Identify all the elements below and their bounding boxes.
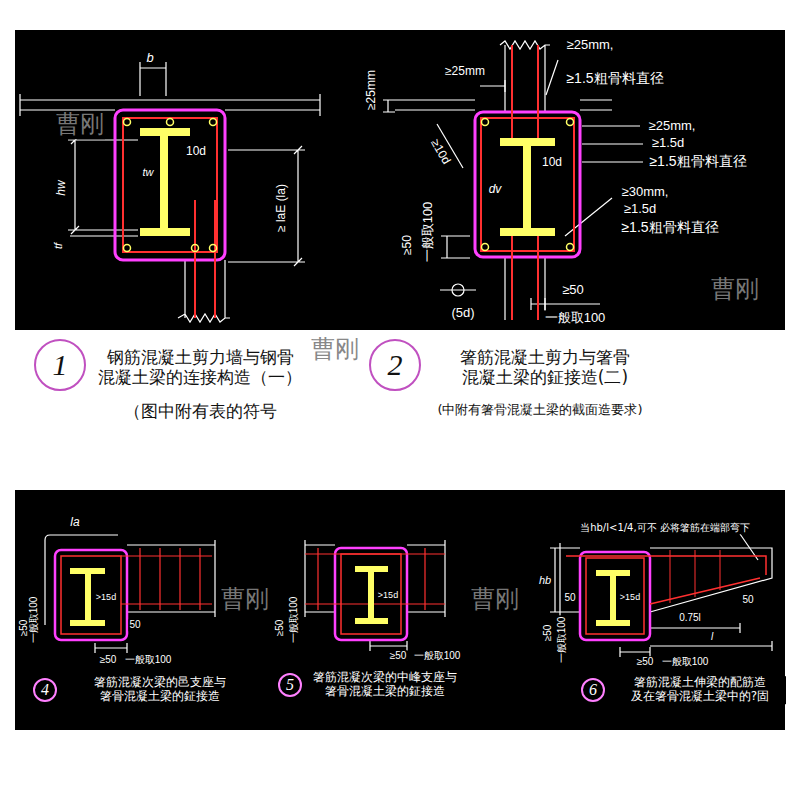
dimension-label: 一般取100 xyxy=(413,650,462,662)
dimension-label: ≥50 xyxy=(636,656,655,668)
dimension-label: tw xyxy=(142,166,155,179)
dimension-label: ≥1.5粗骨料直径 xyxy=(620,219,719,235)
top-panel xyxy=(15,30,785,330)
dimension-label: hb xyxy=(538,574,552,587)
caption: 箸筋混凝次梁的中峰支座与 箸骨混凝土梁的鉦接造 xyxy=(299,671,471,699)
dimension-label: 一般取100 xyxy=(288,596,300,645)
callout-number: 6 xyxy=(589,682,597,698)
dimension-label: la xyxy=(69,516,80,530)
callout-circle: 2 xyxy=(369,339,421,391)
dimension-label: ≥50 xyxy=(561,283,585,298)
dimension-label: >15d xyxy=(377,590,399,600)
dimension-label: ≥30mm, xyxy=(621,185,670,200)
callout-circle: 4 xyxy=(33,678,57,702)
dimension-label: ≥50 xyxy=(542,624,554,643)
steel-section xyxy=(500,138,555,236)
dimension-label: 50 xyxy=(128,619,141,631)
dimension-label: ≥50 xyxy=(274,619,286,638)
watermark: 曹刚 xyxy=(55,111,105,139)
dimension-label: tf xyxy=(52,242,65,250)
dimension-label: b xyxy=(145,51,154,66)
watermark: 曹刚 xyxy=(310,336,360,364)
callout-number: 5 xyxy=(286,677,294,693)
callout-circle: 6 xyxy=(581,678,605,702)
dimension-label: hw xyxy=(55,179,69,196)
wall-beam-outline xyxy=(20,62,320,322)
dimension-label: 0.75l xyxy=(678,612,702,624)
dimension-label: ≥25mm, xyxy=(566,38,615,53)
callout-number: 2 xyxy=(388,350,403,380)
dimension-label: l xyxy=(710,631,714,643)
callout-circle: 1 xyxy=(34,339,86,391)
dimension-label: ≥1.5d xyxy=(623,202,657,217)
dimension-label: 一般取100 xyxy=(544,311,607,326)
caption: （图中附有表的符号 xyxy=(123,402,278,422)
watermark: 曹刚 xyxy=(470,586,520,614)
dimension-label: 一般取100 xyxy=(28,596,40,645)
dimension-label: ≥50 xyxy=(99,654,118,666)
dimension-label: dv xyxy=(488,183,503,197)
dimension-label: ≥1.5粗骨料直径 xyxy=(565,70,664,86)
dimension-label: ≥1.5d xyxy=(651,136,685,151)
caption: 箸筋混凝次梁的邑支座与 箸骨混凝土梁的鉦接造 xyxy=(74,676,246,704)
callout-circle: 5 xyxy=(278,673,302,697)
dimension-label: 10d xyxy=(185,145,207,159)
dimension-label: ≥25mm xyxy=(365,69,379,111)
dimension-label: 一般取100 xyxy=(124,654,173,666)
dimension-label: >15d xyxy=(619,592,641,602)
dimension-label: ≥50 xyxy=(389,650,408,662)
caption: 箸筋混凝土伸梁的配筋造 及在箸骨混凝土梁中的?固 xyxy=(614,676,786,704)
dimension-label: ≥ laE (la) xyxy=(275,183,289,233)
dimension-label: >15d xyxy=(95,592,117,602)
dimension-label: 一般取100 xyxy=(661,656,710,668)
bottom-panel xyxy=(15,490,785,730)
dimension-label: ≥25mm xyxy=(444,65,486,79)
note: 当hb/l<1/4,可不 必将箸筋在端部弯下 xyxy=(579,522,751,534)
dimension-label: 50 xyxy=(741,594,754,606)
dimension-label: ≥1.5粗骨料直径 xyxy=(648,153,747,169)
caption: (中附有箸骨混凝土梁的截面造要求) xyxy=(436,403,643,418)
dimension-label: (5d) xyxy=(450,306,475,321)
dimension-label: ≥50 xyxy=(401,234,415,256)
caption: 钢筋混凝土剪力墙与钢骨 混凝土梁的连接构造（一） xyxy=(69,348,331,387)
watermark: 曹刚 xyxy=(220,586,270,614)
callout-number: 4 xyxy=(41,682,49,698)
dimension-label: ≥25mm, xyxy=(648,119,697,134)
steel-section xyxy=(140,128,190,236)
dimension-label: 一般取100 xyxy=(421,201,436,264)
watermark: 曹刚 xyxy=(710,276,760,304)
dimension-label: 一般取100 xyxy=(556,616,568,665)
callout-number: 1 xyxy=(53,350,68,380)
dimension-label: 10d xyxy=(541,156,563,170)
dimension-label: 50 xyxy=(563,592,576,604)
caption: 箸筋混凝土剪力与箸骨 混凝土梁的鉦接造(二) xyxy=(424,348,666,387)
